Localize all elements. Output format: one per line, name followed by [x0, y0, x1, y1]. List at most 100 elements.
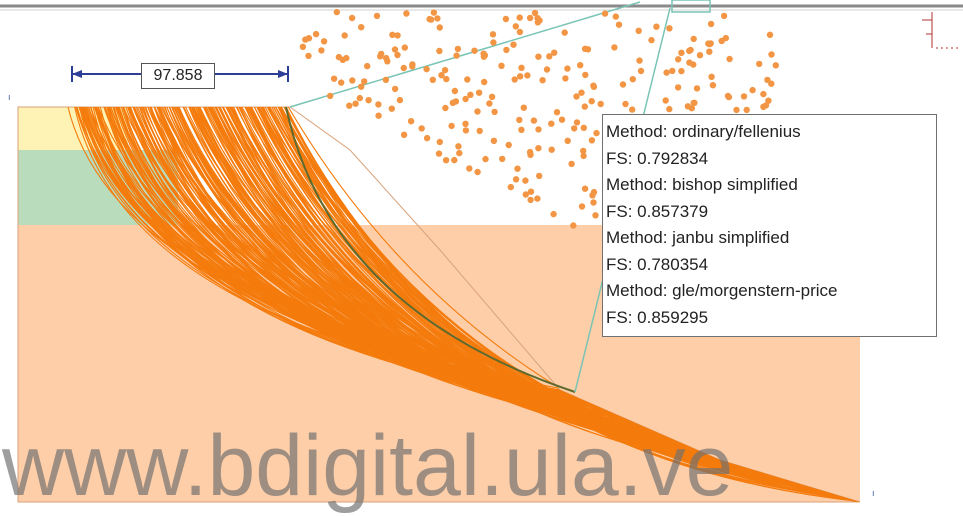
- critical-slip-surface: [285, 106, 576, 393]
- slip-center-point: [514, 165, 521, 172]
- slip-center-point: [375, 101, 382, 108]
- slip-center-point: [394, 32, 401, 39]
- slip-center-point: [356, 94, 363, 102]
- slip-center-point: [320, 38, 328, 45]
- slip-center-point: [327, 92, 334, 100]
- slip-center-point: [562, 75, 569, 82]
- slip-center-point: [481, 78, 488, 86]
- slip-center-point: [365, 97, 372, 104]
- slip-center-point: [462, 120, 469, 128]
- slip-center-point: [464, 76, 471, 83]
- slip-center-point: [580, 124, 587, 131]
- slip-center-point: [666, 105, 673, 113]
- slip-center-point: [384, 58, 391, 65]
- slip-center-point: [527, 151, 534, 158]
- slip-center-point: [534, 195, 541, 202]
- slip-center-point: [674, 84, 682, 91]
- slip-center-point: [435, 150, 443, 157]
- grid-box: [671, 0, 711, 13]
- slip-center-point: [573, 93, 580, 100]
- slip-center-point: [760, 90, 767, 98]
- slip-center-point: [516, 14, 523, 21]
- slip-center-point: [708, 73, 715, 81]
- slip-center-point: [558, 116, 566, 123]
- slip-center-point: [438, 72, 445, 79]
- slip-center-point: [452, 98, 460, 105]
- factor-of-safety-results: Method: ordinary/fellenius FS: 0.792834 …: [602, 114, 937, 337]
- result-method-bishop: Method: bishop simplified: [606, 175, 798, 194]
- slip-center-point: [536, 172, 543, 180]
- slip-center-point: [502, 15, 510, 23]
- slip-center-point: [382, 76, 390, 84]
- result-method-gle: Method: gle/morgenstern-price: [606, 281, 838, 300]
- legend-fragment: [922, 12, 960, 49]
- slip-center-point: [443, 75, 450, 83]
- slip-center-point: [423, 134, 431, 142]
- slip-center-point: [341, 32, 348, 39]
- slip-center-point: [474, 168, 481, 176]
- slip-center-point: [512, 176, 520, 183]
- slip-center-point: [693, 85, 701, 92]
- slip-center-point: [709, 82, 717, 89]
- slip-center-point: [491, 108, 498, 116]
- slip-center-point: [505, 141, 512, 149]
- slip-center-point: [451, 156, 458, 164]
- slip-center-point: [511, 76, 518, 83]
- slip-center-point: [535, 145, 542, 152]
- slip-surfaces: [67, 107, 860, 502]
- slip-center-point: [489, 31, 497, 38]
- slip-center-point: [448, 122, 455, 130]
- slip-center-point: [611, 44, 618, 51]
- slip-center-point: [619, 81, 627, 88]
- result-fs-gle: FS: 0.859295: [606, 307, 709, 327]
- axis-marker-bottom-right: ı: [872, 488, 875, 498]
- slip-center-point: [571, 125, 578, 132]
- slip-center-point: [364, 62, 371, 70]
- grid-leader-line-left: [289, 1, 641, 108]
- slip-center-point: [358, 83, 365, 90]
- slip-center-point: [629, 106, 636, 113]
- slip-center-point: [423, 65, 430, 73]
- slip-center-point: [302, 36, 309, 43]
- slip-center-point: [589, 192, 596, 199]
- slip-center-point: [588, 98, 595, 105]
- slip-center-point: [375, 112, 382, 119]
- slip-center-point: [396, 96, 404, 104]
- slip-center-point: [581, 103, 588, 110]
- slip-center-point: [577, 61, 584, 69]
- slip-center-point: [592, 212, 599, 219]
- slip-center-point: [524, 72, 531, 79]
- slip-center-point: [388, 105, 395, 112]
- slip-center-point: [522, 177, 529, 184]
- slip-center-point: [442, 104, 449, 112]
- slip-center-point: [662, 97, 669, 104]
- slip-center-point: [299, 43, 307, 50]
- slip-center-point: [507, 183, 514, 191]
- slip-center-point: [400, 64, 407, 72]
- slip-center-point: [377, 53, 384, 60]
- slip-center-point: [358, 24, 365, 31]
- slip-center-point: [442, 157, 450, 164]
- slip-center-point: [622, 100, 629, 108]
- slip-center-point: [548, 120, 555, 127]
- slip-center-point: [740, 93, 748, 100]
- slip-center-point: [391, 85, 399, 93]
- slip-center-point: [430, 9, 438, 16]
- slip-center-point: [474, 108, 481, 115]
- result-fs-janbu: FS: 0.780354: [606, 254, 709, 274]
- slip-center-point: [564, 137, 571, 144]
- slip-center-point: [706, 48, 713, 55]
- slip-center-point: [580, 152, 587, 160]
- slip-center-point: [561, 29, 568, 36]
- slip-center-point: [756, 60, 763, 68]
- slip-center-point: [578, 203, 586, 210]
- slip-center-point: [441, 66, 449, 74]
- slip-center-point: [553, 109, 561, 116]
- slip-center-point: [451, 87, 459, 95]
- slip-center-point: [333, 8, 340, 16]
- slip-center-point: [766, 31, 774, 38]
- slip-center-point: [400, 131, 408, 138]
- slip-center-point: [498, 62, 505, 69]
- slip-center-point: [394, 51, 401, 59]
- slip-center-point: [475, 89, 483, 96]
